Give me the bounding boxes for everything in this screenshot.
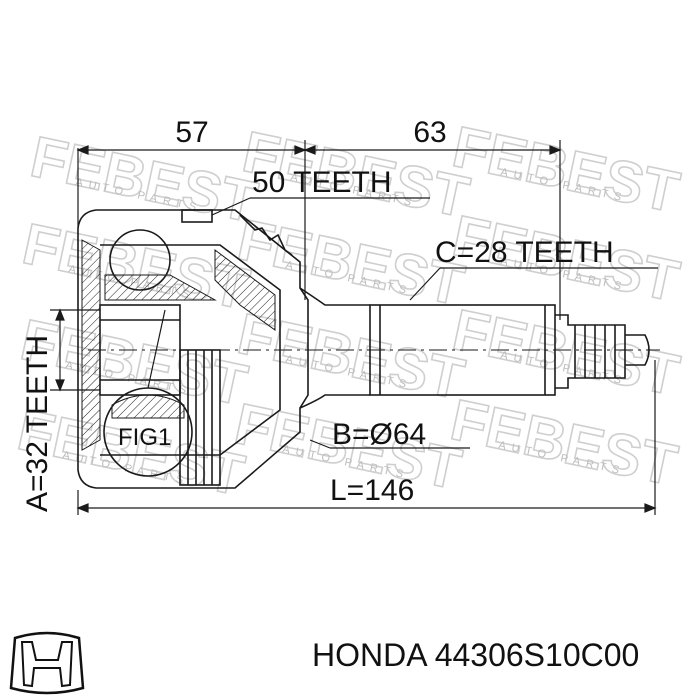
dimension-lines <box>50 140 658 515</box>
inner-teeth-label: C=28 TEETH <box>435 236 614 269</box>
outer-teeth-block <box>181 209 213 223</box>
hatched-sections <box>81 239 276 451</box>
part-caption: HONDA 44306S10C00 <box>312 637 640 673</box>
watermark-brand: FEBEST <box>445 387 682 498</box>
length-label: L=146 <box>330 474 414 507</box>
spline-section <box>555 314 626 389</box>
fig1-label: FIG1 <box>118 424 171 451</box>
bell-housing <box>77 209 309 489</box>
housing-neck <box>299 287 370 409</box>
honda-logo-icon <box>9 631 85 695</box>
outer-teeth-label: 50 TEETH <box>252 166 392 199</box>
spline-teeth-label: A=32 TEETH <box>21 335 54 512</box>
dimension-57-label: 57 <box>175 116 208 149</box>
diameter-label: B=Ø64 <box>332 418 426 451</box>
dimension-63-label: 63 <box>413 116 446 149</box>
